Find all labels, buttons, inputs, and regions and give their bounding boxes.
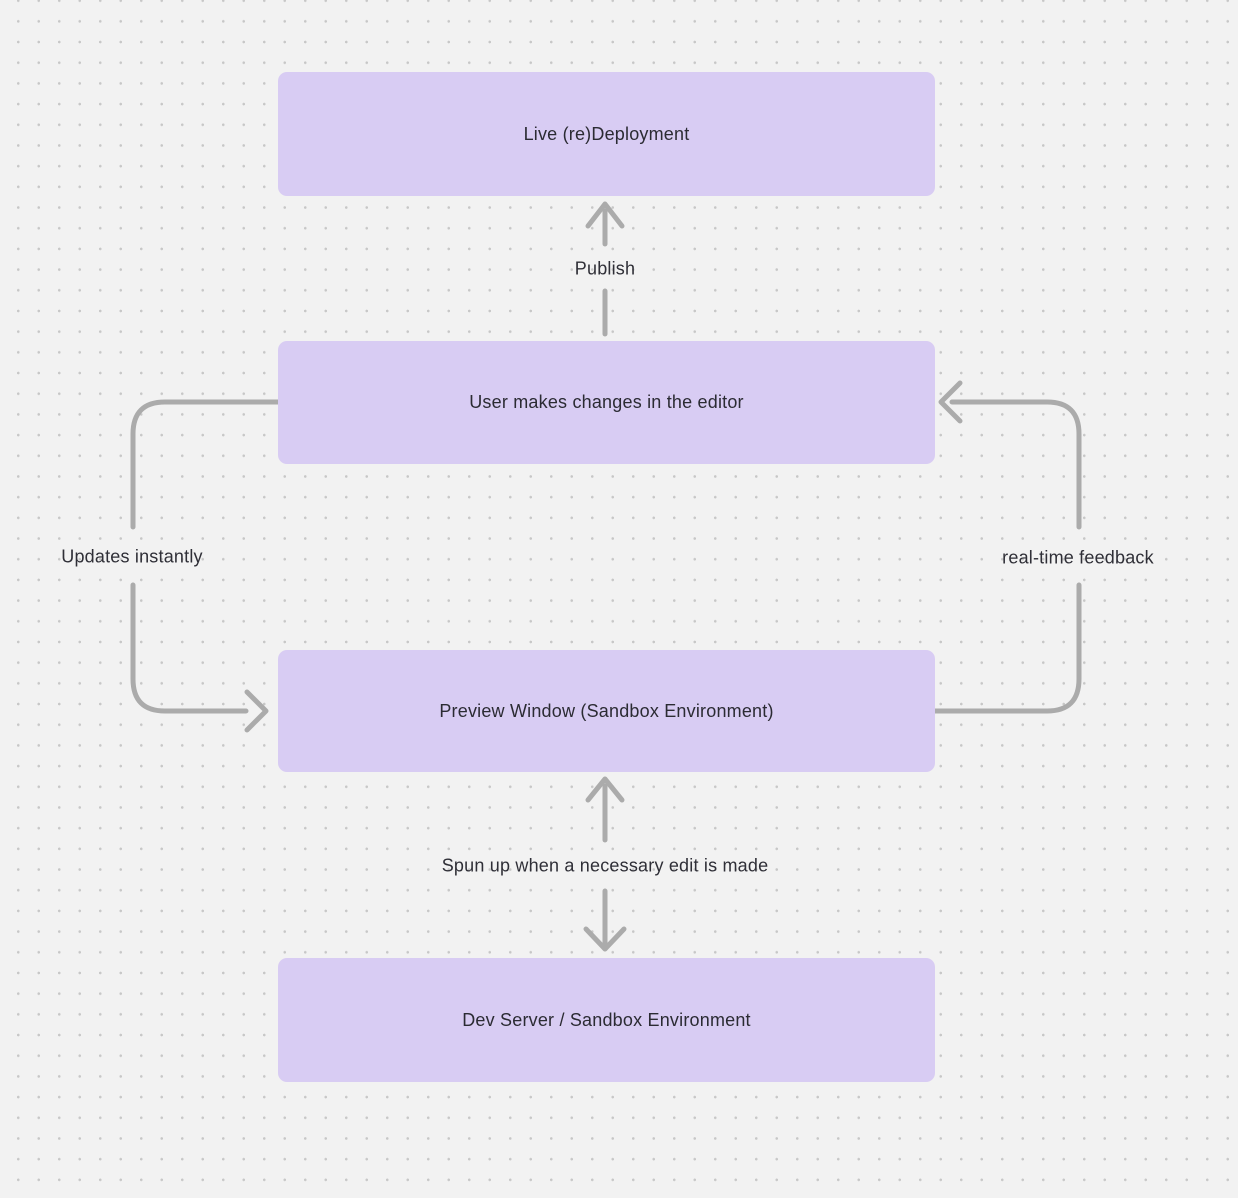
edge-feedback-line-upper xyxy=(949,399,1082,530)
edge-publish-arrowhead-up-icon xyxy=(585,201,625,229)
edge-updates-line-lower xyxy=(130,582,249,714)
edge-label-real-time-feedback: real-time feedback xyxy=(1002,547,1154,568)
edge-label-spun-up: Spun up when a necessary edit is made xyxy=(441,855,769,876)
edge-label-updates-instantly: Updates instantly xyxy=(61,546,203,567)
node-preview-window-label: Preview Window (Sandbox Environment) xyxy=(439,700,774,721)
edge-spunup-arrowhead-up-icon xyxy=(585,776,625,803)
edge-updates-arrowhead-right-icon xyxy=(244,689,269,733)
edge-spunup-arrowhead-down-icon xyxy=(583,926,627,952)
node-live-redeployment: Live (re)Deployment xyxy=(278,72,935,196)
edge-feedback-arrowhead-left-icon xyxy=(938,380,963,424)
node-live-redeployment-label: Live (re)Deployment xyxy=(523,123,690,144)
node-dev-server: Dev Server / Sandbox Environment xyxy=(278,958,935,1082)
edge-feedback-line-lower xyxy=(932,582,1082,714)
node-user-editor: User makes changes in the editor xyxy=(278,341,935,464)
node-preview-window: Preview Window (Sandbox Environment) xyxy=(278,650,935,772)
edge-updates-line-upper xyxy=(130,399,281,530)
node-user-editor-label: User makes changes in the editor xyxy=(469,392,744,412)
node-dev-server-label: Dev Server / Sandbox Environment xyxy=(462,1009,751,1030)
edge-label-publish: Publish xyxy=(574,258,636,279)
